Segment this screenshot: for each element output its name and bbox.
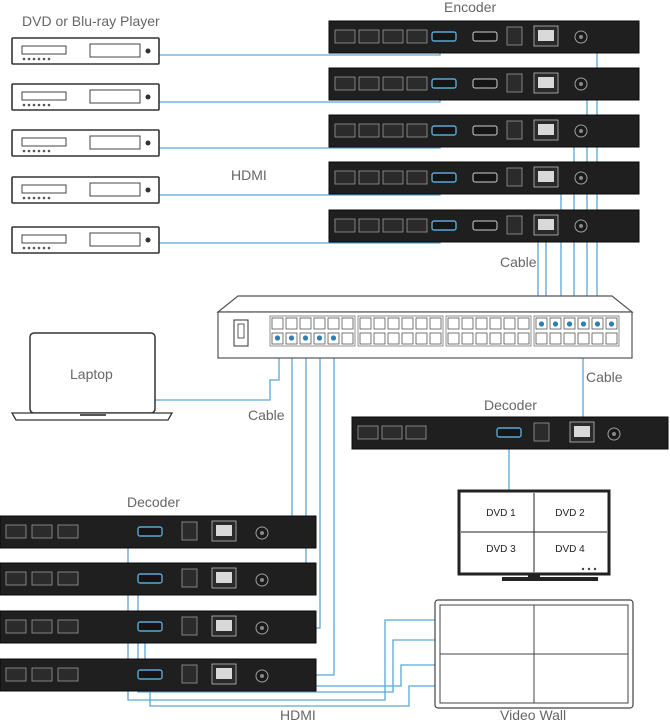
switch-port bbox=[563, 332, 576, 345]
encoder-2 bbox=[328, 67, 640, 101]
monitor-quadrant-1: DVD 1 bbox=[486, 508, 516, 519]
encoder-5 bbox=[328, 209, 640, 243]
switch-port bbox=[517, 332, 530, 345]
switch-port-connector bbox=[538, 321, 545, 327]
switch-port bbox=[549, 332, 562, 345]
video-wall bbox=[434, 599, 634, 709]
encoder-3 bbox=[328, 114, 640, 148]
switch-port bbox=[373, 317, 386, 330]
switch-port bbox=[429, 317, 442, 330]
switch-port bbox=[489, 332, 502, 345]
switch-port-group bbox=[445, 315, 532, 347]
switch-port bbox=[313, 317, 326, 330]
switch-port bbox=[401, 332, 414, 345]
dvd-player-3 bbox=[11, 129, 160, 157]
dvd-player-1 bbox=[11, 37, 160, 65]
label-cable-right: Cable bbox=[586, 369, 623, 385]
switch-port bbox=[415, 317, 428, 330]
switch-port-connector bbox=[608, 321, 615, 327]
switch-port-connector bbox=[552, 321, 559, 327]
switch-port-connector bbox=[316, 335, 323, 341]
dvd-player-4 bbox=[11, 176, 160, 204]
switch-port bbox=[327, 317, 340, 330]
dvd-players bbox=[11, 37, 160, 254]
label-hdmi-top: HDMI bbox=[231, 167, 267, 183]
switch-port bbox=[341, 317, 354, 330]
switch-port bbox=[341, 332, 354, 345]
net-cable-left-decoder-1 bbox=[256, 341, 293, 534]
switch-port bbox=[461, 317, 474, 330]
label-cable-top: Cable bbox=[500, 254, 537, 270]
switch-port-connector bbox=[580, 321, 587, 327]
decoders-left bbox=[0, 515, 317, 692]
switch-port bbox=[401, 317, 414, 330]
switch-port bbox=[577, 332, 590, 345]
switch-port bbox=[299, 317, 312, 330]
switch-port-connector bbox=[566, 321, 573, 327]
switch-port bbox=[461, 332, 474, 345]
switch-port bbox=[517, 317, 530, 330]
monitor-quadrant-2: DVD 2 bbox=[555, 508, 585, 519]
switch-port-connector bbox=[288, 335, 295, 341]
label-laptop: Laptop bbox=[70, 366, 113, 382]
switch-port-connector bbox=[594, 321, 601, 327]
switch-port bbox=[503, 332, 516, 345]
switch-port-group bbox=[269, 315, 356, 347]
encoder-1 bbox=[328, 20, 640, 54]
switch-port bbox=[591, 332, 604, 345]
laptop bbox=[10, 332, 174, 421]
dvd-player-5 bbox=[11, 226, 160, 254]
switch-port bbox=[387, 317, 400, 330]
switch-port bbox=[503, 317, 516, 330]
switch-port bbox=[415, 332, 428, 345]
label-hdmi-bottom: HDMI bbox=[280, 707, 316, 723]
switch-port bbox=[285, 317, 298, 330]
net-cable-laptop bbox=[155, 341, 280, 401]
dvd-player-2 bbox=[11, 83, 160, 111]
label-decoder-left: Decoder bbox=[127, 494, 180, 510]
switch-port bbox=[535, 332, 548, 345]
switch-port bbox=[387, 332, 400, 345]
switch-port-grid bbox=[269, 315, 620, 347]
switch-port bbox=[359, 332, 372, 345]
label-video-wall: Video Wall bbox=[500, 707, 566, 723]
switch-port bbox=[373, 332, 386, 345]
switch-port-group bbox=[357, 315, 444, 347]
label-cable-left: Cable bbox=[248, 407, 285, 423]
switch-port bbox=[429, 332, 442, 345]
switch-port bbox=[475, 317, 488, 330]
label-dvd-player: DVD or Blu-ray Player bbox=[22, 13, 160, 29]
decoder-left-2 bbox=[0, 562, 317, 596]
encoders bbox=[328, 20, 640, 243]
switch-port bbox=[359, 317, 372, 330]
encoder-4 bbox=[328, 161, 640, 195]
labels: DVD or Blu-ray Player Encoder HDMI Cable… bbox=[22, 0, 623, 723]
decoder-left-4 bbox=[0, 658, 317, 692]
switch-port bbox=[605, 332, 618, 345]
switch-port bbox=[447, 317, 460, 330]
switch-port bbox=[475, 332, 488, 345]
switch-port bbox=[447, 332, 460, 345]
switch-port bbox=[271, 317, 284, 330]
decoder-left-1 bbox=[0, 515, 317, 549]
switch-port-connector bbox=[302, 335, 309, 341]
network-switch bbox=[216, 295, 634, 359]
switch-port-connector bbox=[330, 335, 337, 341]
monitor-quadrant-3: DVD 3 bbox=[486, 544, 516, 555]
switch-port-group bbox=[533, 315, 620, 347]
monitor-quadrant-4: DVD 4 bbox=[555, 544, 585, 555]
decoder-right bbox=[351, 416, 669, 450]
label-decoder-right: Decoder bbox=[484, 397, 537, 413]
decoder-left-3 bbox=[0, 610, 317, 644]
switch-port bbox=[489, 317, 502, 330]
label-encoder: Encoder bbox=[444, 0, 496, 15]
switch-port-connector bbox=[274, 335, 281, 341]
hdmi-cable-wall-4 bbox=[149, 679, 435, 707]
monitor: DVD 1 DVD 2 DVD 3 DVD 4 bbox=[457, 489, 611, 581]
